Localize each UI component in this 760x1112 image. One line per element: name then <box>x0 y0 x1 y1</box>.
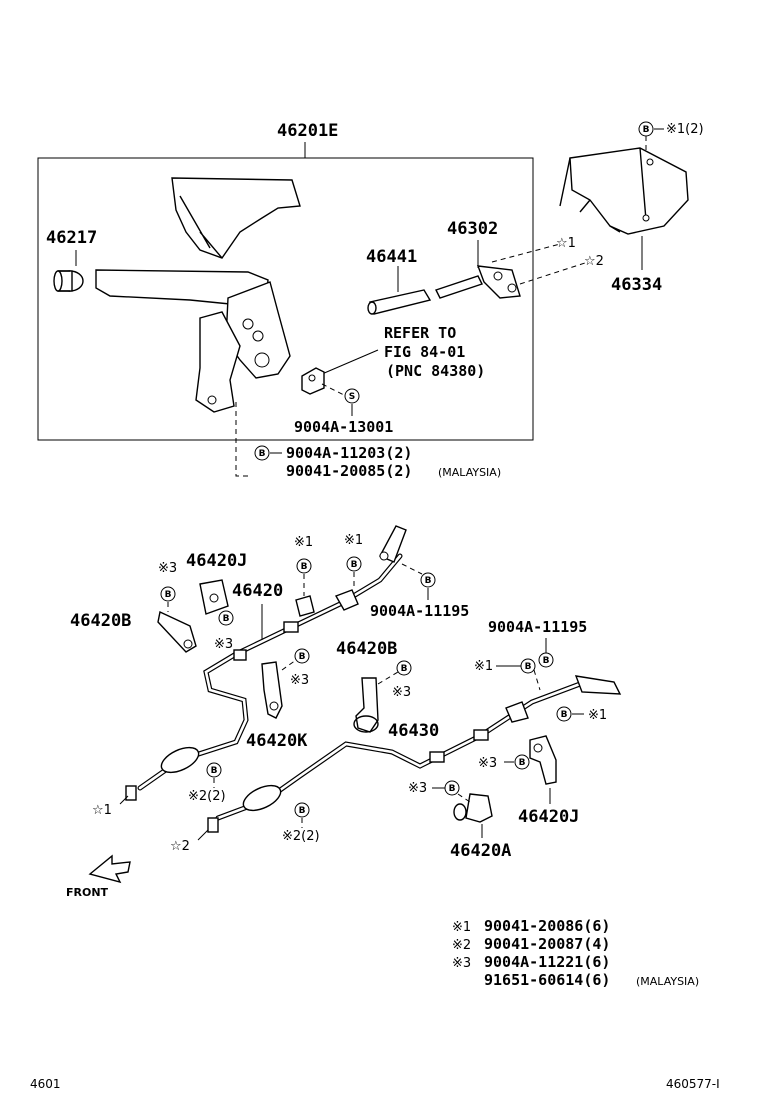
label-46201e[interactable]: 46201E <box>277 121 338 141</box>
label-46420b-mid[interactable]: 46420B <box>336 639 397 659</box>
clamp-46420b-left[interactable] <box>157 610 197 653</box>
svg-text:B: B <box>223 614 230 624</box>
parking-brake-lever[interactable] <box>95 177 301 413</box>
label-46302[interactable]: 46302 <box>447 219 498 239</box>
label-46441[interactable]: 46441 <box>366 247 417 267</box>
front-arrow-icon <box>88 854 131 884</box>
boot-46441[interactable] <box>367 289 432 315</box>
footer-right: 460577-I <box>666 1077 720 1091</box>
refer-line2[interactable]: FIG 84-01 <box>384 343 465 361</box>
marker-ref3-j-left: ※3 <box>214 637 233 652</box>
leader-refer <box>321 349 379 375</box>
svg-text:B: B <box>525 662 532 672</box>
legend-part-1[interactable]: 90041-20086(6) <box>484 917 610 935</box>
legend: ※1 90041-20086(6) ※2 90041-20087(4) ※3 9… <box>452 917 699 989</box>
label-46420j-left[interactable]: 46420J <box>186 551 247 571</box>
svg-text:B: B <box>643 125 650 135</box>
leader-star2 <box>519 261 589 285</box>
marker-ref3-b-mid: ※3 <box>392 685 411 700</box>
label-46420a[interactable]: 46420A <box>450 841 511 861</box>
clamp-46420b-mid[interactable] <box>353 677 379 733</box>
label-90041-20085[interactable]: 90041-20085(2) <box>286 462 412 480</box>
label-46420b-left[interactable]: 46420B <box>70 611 131 631</box>
svg-text:B: B <box>561 710 568 720</box>
label-46420[interactable]: 46420 <box>232 581 283 601</box>
legend-part-4[interactable]: 91651-60614(6) <box>484 971 610 989</box>
marker-ref1-2-top: ※1(2) <box>666 122 704 137</box>
refer-line3: (PNC 84380) <box>386 362 485 380</box>
marker-ref3-a: ※3 <box>408 781 427 796</box>
label-46334[interactable]: 46334 <box>611 275 662 295</box>
svg-text:B: B <box>299 806 306 816</box>
legend-mark-2: ※2 <box>452 938 471 953</box>
label-malaysia-top: (MALAYSIA) <box>438 466 501 479</box>
clamp-46420j-right[interactable] <box>529 735 557 785</box>
legend-mark-1: ※1 <box>452 920 471 935</box>
marker-ref3-k: ※3 <box>290 673 309 688</box>
marker-ref1-a: ※1 <box>294 535 313 550</box>
marker-star2-top: ☆2 <box>584 254 604 269</box>
lever-grip-46217[interactable] <box>53 270 84 292</box>
refer-line1: REFER TO <box>384 324 456 342</box>
svg-text:B: B <box>449 784 456 794</box>
bolt-marker-b-11203 <box>254 445 270 461</box>
front-label: FRONT <box>66 886 109 899</box>
bracket-part[interactable] <box>301 367 325 395</box>
svg-text:B: B <box>259 449 266 459</box>
sub-assy-46302[interactable] <box>435 265 521 299</box>
cover-46334[interactable] <box>559 147 689 235</box>
label-9004a-13001[interactable]: 9004A-13001 <box>294 418 393 436</box>
label-46420j-right[interactable]: 46420J <box>518 807 579 827</box>
cable-46420[interactable] <box>125 525 407 801</box>
marker-ref3-j-right: ※3 <box>478 756 497 771</box>
assembly-box <box>37 157 534 441</box>
label-9004a-11195-a[interactable]: 9004A-11195 <box>370 602 469 620</box>
marker-ref3-b-left: ※3 <box>158 561 177 576</box>
label-9004a-11203[interactable]: 9004A-11203(2) <box>286 444 412 462</box>
label-46420k[interactable]: 46420K <box>246 731 308 751</box>
legend-mark-3: ※3 <box>452 956 471 971</box>
svg-text:B: B <box>299 652 306 662</box>
label-9004a-11195-b[interactable]: 9004A-11195 <box>488 618 587 636</box>
cable-46430[interactable] <box>207 675 622 833</box>
leader-star1 <box>491 243 561 263</box>
svg-text:B: B <box>351 560 358 570</box>
svg-text:B: B <box>401 664 408 674</box>
nut-marker-s <box>344 388 360 404</box>
bolt-marker-b-top <box>638 121 654 137</box>
marker-ref2-2-b: ※2(2) <box>282 829 320 844</box>
marker-ref1-right-b: ※1 <box>588 708 607 723</box>
legend-note-4: (MALAYSIA) <box>636 975 699 988</box>
legend-part-2[interactable]: 90041-20087(4) <box>484 935 610 953</box>
clamp-46420k[interactable] <box>261 661 283 719</box>
svg-text:B: B <box>165 590 172 600</box>
leader-bolts-below <box>235 402 250 477</box>
svg-text:B: B <box>425 576 432 586</box>
footer-left: 4601 <box>30 1077 61 1091</box>
clamp-46420a[interactable] <box>453 793 493 823</box>
svg-text:B: B <box>301 562 308 572</box>
marker-ref1-right-a: ※1 <box>474 659 493 674</box>
svg-text:B: B <box>519 758 526 768</box>
marker-star2-bottom: ☆2 <box>170 839 190 854</box>
svg-text:S: S <box>349 392 355 402</box>
label-46430[interactable]: 46430 <box>388 721 439 741</box>
label-46217[interactable]: 46217 <box>46 228 97 248</box>
marker-star1-bottom: ☆1 <box>92 803 112 818</box>
marker-star1-top: ☆1 <box>556 236 576 251</box>
marker-ref1-b: ※1 <box>344 533 363 548</box>
marker-ref2-2-a: ※2(2) <box>188 789 226 804</box>
svg-text:B: B <box>211 766 218 776</box>
svg-text:B: B <box>543 656 550 666</box>
legend-part-3[interactable]: 9004A-11221(6) <box>484 953 610 971</box>
clamp-46420j-left[interactable] <box>199 579 229 615</box>
